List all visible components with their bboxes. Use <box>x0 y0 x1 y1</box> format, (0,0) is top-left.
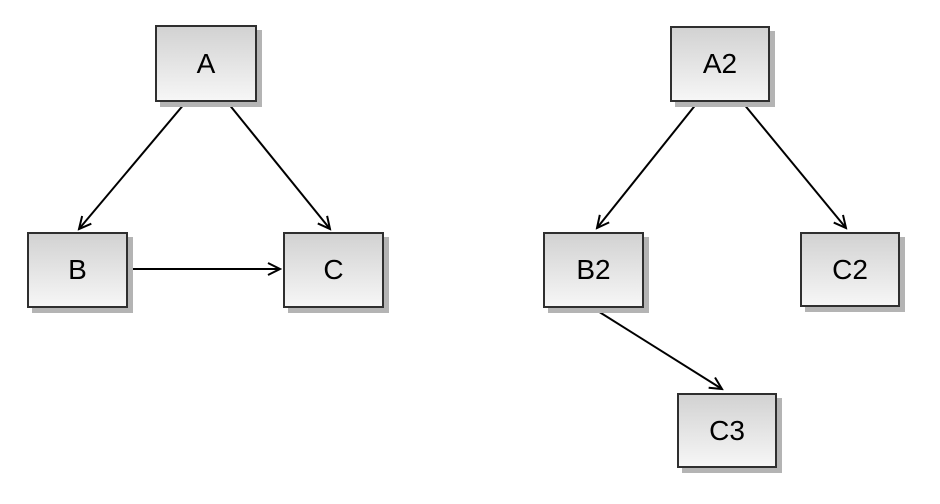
edge-A-B <box>79 102 186 229</box>
node-label: A2 <box>702 48 738 79</box>
node-label: B <box>68 254 87 285</box>
node-C3[interactable]: C3 <box>677 393 777 468</box>
node-B[interactable]: B <box>27 232 128 308</box>
edge-A-C <box>227 102 330 229</box>
node-C[interactable]: C <box>283 232 384 308</box>
node-label: C2 <box>832 253 868 285</box>
edge-B2-C3 <box>592 307 722 389</box>
node-label: C3 <box>709 414 745 446</box>
edge-group <box>79 102 846 389</box>
edge-A2-B2 <box>597 102 698 228</box>
node-C2[interactable]: C2 <box>800 232 900 307</box>
node-label: C <box>323 254 344 285</box>
node-A2[interactable]: A2 <box>670 26 770 102</box>
node-B2[interactable]: B2 <box>543 232 644 308</box>
edge-A2-C2 <box>742 102 846 228</box>
node-label: A <box>196 47 216 79</box>
node-label: B2 <box>576 254 611 285</box>
node-A[interactable]: A <box>155 25 257 102</box>
